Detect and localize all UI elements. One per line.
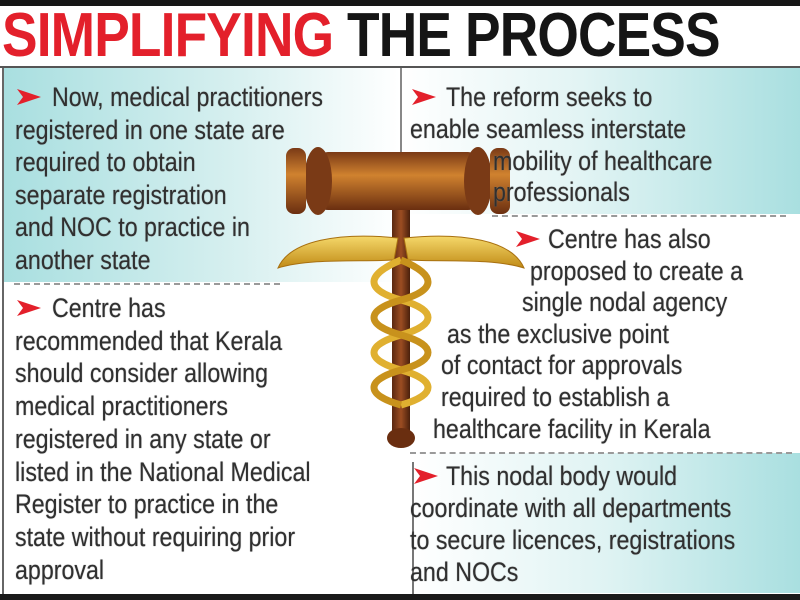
gavel-caduceus-icon bbox=[277, 147, 525, 448]
bullet-text-line: and NOCs bbox=[410, 557, 519, 587]
bottom-bar bbox=[0, 594, 800, 600]
right-bottom-border bbox=[412, 462, 414, 594]
divider-top bbox=[0, 66, 800, 68]
divider-dashed-right-1 bbox=[492, 215, 786, 217]
left-border bbox=[2, 68, 4, 594]
panel-right-bottom bbox=[414, 453, 800, 593]
bullet-text-line: The reform seeks to bbox=[446, 82, 653, 112]
bullet-text-line: listed in the National Medical bbox=[15, 456, 311, 487]
bullet-text-line: and NOC to practice in bbox=[15, 212, 250, 243]
bullet-text-line: registered in any state or bbox=[15, 423, 271, 454]
bullet-text-line: mobility of healthcare bbox=[493, 145, 713, 176]
bullet-text-line: Now, medical practitioners bbox=[52, 82, 324, 112]
bullet-text-line: another state bbox=[15, 245, 151, 275]
bullet-text-line: proposed to create a bbox=[530, 255, 743, 286]
divider-dashed-right-2 bbox=[410, 452, 792, 454]
bullet-text-line: separate registration bbox=[15, 179, 227, 210]
bullet-text-line: required to establish a bbox=[441, 382, 670, 412]
bullet-text-line: This nodal body would bbox=[446, 461, 678, 491]
bullet-text-line: should consider allowing bbox=[15, 358, 269, 389]
divider-dashed-left bbox=[14, 283, 280, 285]
bullet-text-line: Centre has bbox=[52, 293, 166, 323]
bullet-text-line: to secure licences, registrations bbox=[410, 525, 736, 555]
headline-part-1: SIMPLIFYING bbox=[2, 1, 334, 70]
top-bar bbox=[0, 0, 800, 6]
bullet-text-line: coordinate with all departments bbox=[410, 493, 732, 523]
bullet-text-line: registered in one state are bbox=[15, 114, 285, 145]
bullet-text-line: as the exclusive point bbox=[447, 318, 670, 349]
bullet-text-line: required to obtain bbox=[15, 147, 196, 178]
bullet-arrow-icon bbox=[17, 89, 41, 105]
bullet-text-line: single nodal agency bbox=[522, 287, 728, 318]
bullet-text-line: approval bbox=[15, 554, 105, 585]
bullet-arrow-icon bbox=[17, 300, 41, 316]
bullet-text-line: healthcare facility in Kerala bbox=[433, 413, 711, 444]
bullet-text-line: of contact for approvals bbox=[441, 350, 683, 381]
bullet-text-line: recommended that Kerala bbox=[15, 325, 283, 356]
bullet-text-line: enable seamless interstate bbox=[410, 113, 687, 144]
bullet-arrow-icon bbox=[516, 231, 540, 247]
bullet-text-line: state without requiring prior bbox=[15, 521, 296, 552]
headline-part-2: THE PROCESS bbox=[346, 1, 721, 70]
bullet-arrow-icon bbox=[414, 468, 438, 484]
bullet-text-line: medical practitioners bbox=[15, 391, 228, 422]
bullet-arrow-icon bbox=[412, 89, 436, 105]
bullet-text-line: Centre has also bbox=[548, 224, 711, 254]
bullet-text-line: professionals bbox=[493, 177, 630, 208]
bullet-text-line: Register to practice in the bbox=[15, 489, 279, 520]
